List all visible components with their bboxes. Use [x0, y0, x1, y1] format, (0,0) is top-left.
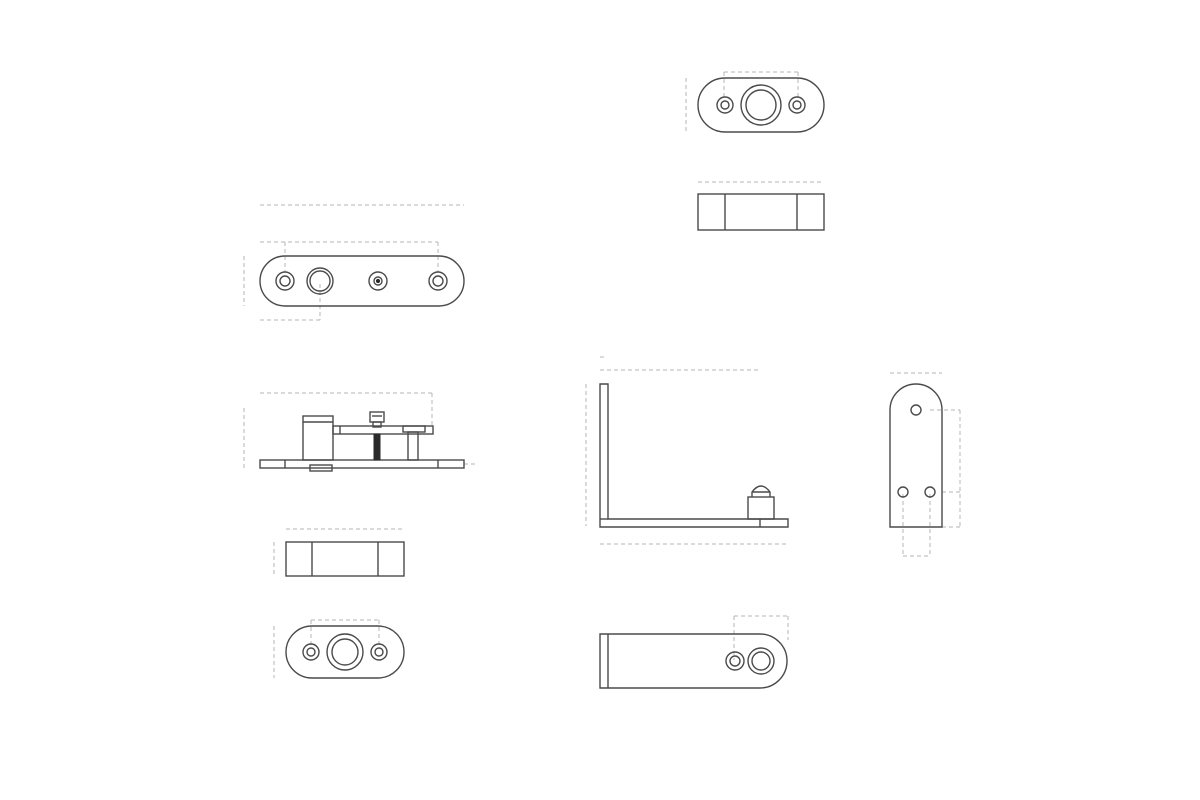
mounting-hole: [716, 96, 734, 114]
mounting-hole-bore: [729, 655, 741, 667]
pivot-bottom-plan-view: [243, 204, 465, 321]
base-plate: [259, 459, 465, 469]
pivot-bottom-front-view: [243, 392, 476, 472]
mounting-hole: [788, 96, 806, 114]
pin-body: [747, 496, 775, 520]
mounting-hole-bore: [279, 275, 291, 287]
l-bracket: [599, 383, 789, 528]
bushing-outer-ring: [740, 84, 782, 126]
mounting-hole: [275, 271, 295, 291]
upper-plate: [332, 425, 434, 435]
post-cap: [402, 425, 426, 433]
plate-outline: [697, 77, 825, 133]
threaded-rod: [373, 433, 381, 461]
adjust-screw-center: [375, 278, 381, 284]
mounting-hole-bore: [720, 100, 730, 110]
arm-outline: [599, 633, 788, 689]
mounting-hole-bore: [306, 647, 316, 657]
adjust-screw-outer: [368, 271, 388, 291]
pivot-bottom-base-side-view: [273, 528, 405, 577]
mounting-hole: [428, 271, 448, 291]
pin-outer: [747, 647, 775, 675]
top-pivot-bushing-side-view: [697, 181, 825, 231]
screw-head: [369, 411, 385, 423]
plate-outline: [285, 625, 405, 679]
plate-side-outline: [697, 193, 825, 231]
mounting-hole-bore: [374, 647, 384, 657]
mounting-hole: [370, 643, 388, 661]
pivot-hole: [910, 404, 922, 416]
plate-outline: [259, 255, 465, 307]
support-post: [407, 431, 419, 461]
adjust-screw-inner: [373, 276, 383, 286]
mounting-hole: [725, 651, 745, 671]
bushing-inner-ring: [745, 89, 777, 121]
pivot-pin-inner: [309, 270, 331, 292]
top-pivot-arm-end-view: [889, 372, 961, 557]
bushing-inner-ring: [331, 638, 359, 666]
pin-collar: [309, 464, 333, 472]
pivot-pin-outer: [306, 267, 334, 295]
mounting-hole: [302, 643, 320, 661]
pivot-bottom-base-plan-view: [273, 619, 405, 679]
pin-inner: [751, 651, 771, 671]
pivot-body: [302, 415, 334, 461]
mounting-hole: [897, 486, 909, 498]
mounting-hole-bore: [432, 275, 444, 287]
top-pivot-arm-plan-view: [599, 615, 789, 689]
mounting-hole: [924, 486, 936, 498]
screw-neck: [372, 421, 382, 428]
arm-end-outline: [889, 383, 943, 528]
bushing-outer-ring: [326, 633, 364, 671]
block-outline: [285, 541, 405, 577]
top-pivot-bushing-plan-view: [685, 71, 825, 133]
mounting-hole-bore: [792, 100, 802, 110]
top-pivot-arm-front-view: [585, 356, 789, 545]
